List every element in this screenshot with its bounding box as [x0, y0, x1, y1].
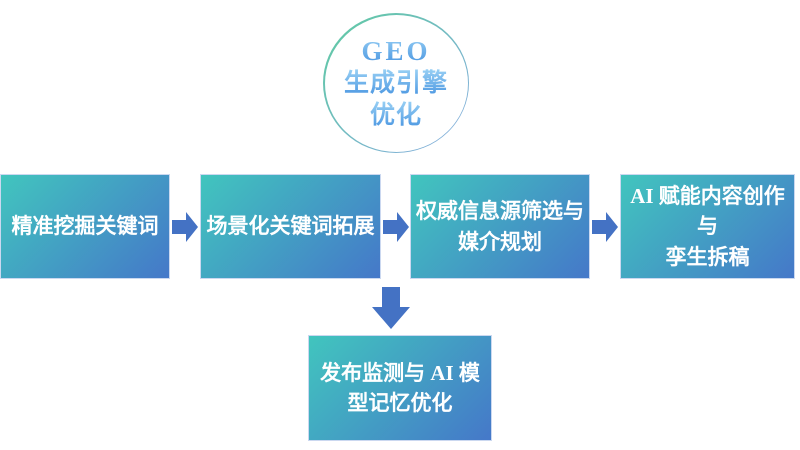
- flow-step-label-2: 场景化关键词拓展: [206, 214, 375, 239]
- flow-step-label-3: 权威信息源筛选与 媒介规划: [416, 199, 584, 254]
- down-arrow-icon: [372, 287, 410, 329]
- right-arrow-icon: [592, 212, 618, 242]
- flow-step-label-1: 精准挖掘关键词: [11, 214, 159, 239]
- hub-circle: GEO 生成引擎 优化: [323, 13, 469, 153]
- flow-final-step-label: 发布监测与 AI 模 型记忆优化: [320, 360, 480, 415]
- hub-title-line3: 优化: [370, 100, 422, 132]
- flow-final-step-box: 发布监测与 AI 模 型记忆优化: [308, 335, 492, 441]
- flow-step-box-1: 精准挖掘关键词: [0, 174, 170, 279]
- flow-step-label-4: AI 赋能内容创作与 孪生拆稿: [630, 183, 785, 269]
- flow-step-box-3: 权威信息源筛选与 媒介规划: [410, 174, 590, 279]
- hub-title-line2: 生成引擎: [344, 68, 448, 100]
- flow-step-box-2: 场景化关键词拓展: [200, 174, 381, 279]
- right-arrow-icon: [172, 212, 198, 242]
- hub-circle-inner: GEO 生成引擎 优化: [324, 14, 468, 152]
- flow-step-box-4: AI 赋能内容创作与 孪生拆稿: [620, 174, 795, 279]
- hub-title-acronym: GEO: [361, 34, 430, 69]
- right-arrow-icon: [383, 212, 409, 242]
